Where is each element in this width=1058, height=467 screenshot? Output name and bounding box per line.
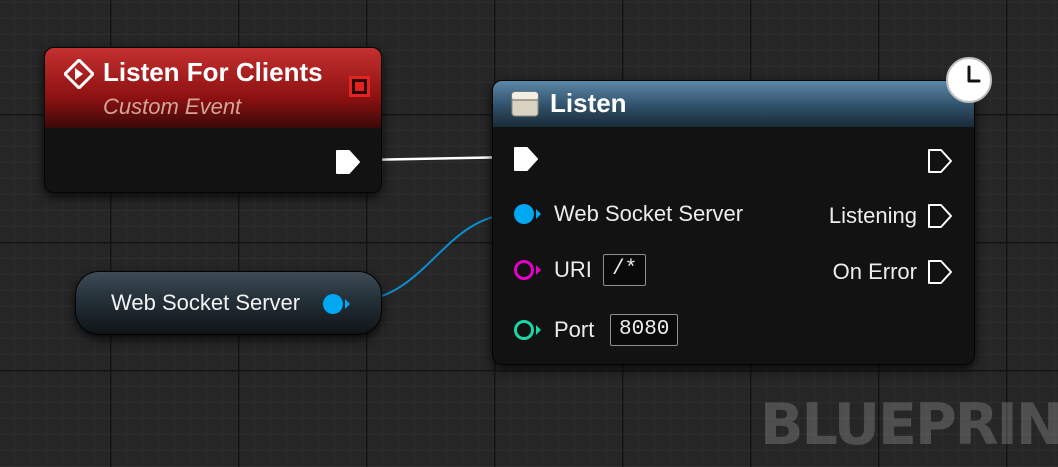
clock-icon: [946, 57, 992, 103]
port-value-field[interactable]: 8080: [610, 314, 679, 346]
listen-function-node[interactable]: Listen Web Socket Server URI /* Port 808…: [492, 80, 975, 365]
exec-wire[interactable]: [361, 155, 515, 162]
port-input-label: Port: [554, 317, 595, 342]
blueprint-watermark: BLUEPRINT: [760, 392, 1058, 458]
event-diamond-icon: [64, 59, 94, 89]
event-node-header[interactable]: Listen For Clients Custom Event: [45, 48, 381, 128]
object-pin-icon[interactable]: [513, 202, 543, 226]
uri-input-label: URI: [554, 257, 592, 282]
uri-value-field[interactable]: /*: [603, 254, 647, 286]
string-pin-icon[interactable]: [513, 258, 543, 282]
event-node-subtitle: Custom Event: [103, 94, 242, 119]
listening-exec-out-pin[interactable]: [927, 202, 953, 230]
exec-out-pin[interactable]: [927, 147, 953, 175]
function-icon: [511, 91, 539, 117]
listening-output-label: Listening: [828, 203, 917, 228]
variable-label: Web Socket Server: [111, 290, 301, 315]
on-error-output-label: On Error: [832, 259, 917, 284]
object-pin-icon[interactable]: [322, 292, 352, 316]
delegate-square-icon[interactable]: [349, 76, 370, 97]
listen-node-header[interactable]: Listen: [493, 81, 974, 127]
on-error-exec-out-pin[interactable]: [927, 258, 953, 286]
exec-in-pin[interactable]: [513, 145, 539, 173]
listen-node-title: Listen: [550, 88, 627, 118]
server-input-label: Web Socket Server: [554, 201, 744, 226]
custom-event-node[interactable]: Listen For Clients Custom Event: [44, 47, 382, 193]
event-node-title: Listen For Clients: [103, 57, 323, 87]
exec-out-pin[interactable]: [335, 148, 361, 176]
web-socket-server-variable-node[interactable]: Web Socket Server: [75, 271, 382, 335]
integer-pin-icon[interactable]: [513, 318, 543, 342]
